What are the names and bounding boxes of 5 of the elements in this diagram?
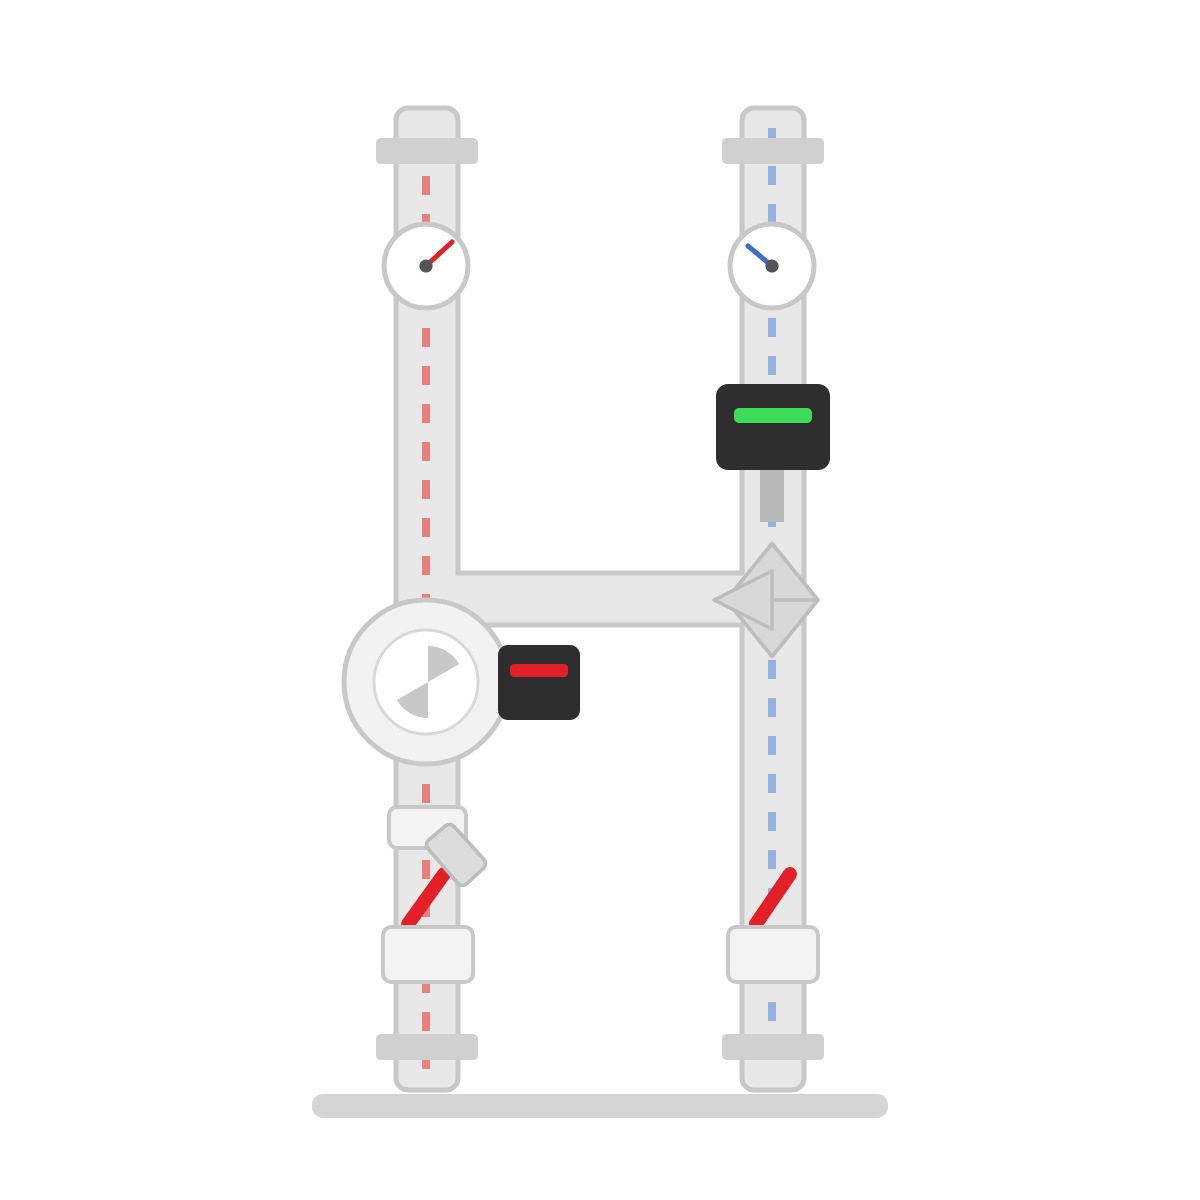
control-unit	[498, 645, 580, 720]
pressure-gauge	[381, 221, 471, 311]
three-way-valve	[712, 541, 820, 659]
pressure-gauge	[727, 221, 817, 311]
control-unit	[716, 384, 830, 522]
